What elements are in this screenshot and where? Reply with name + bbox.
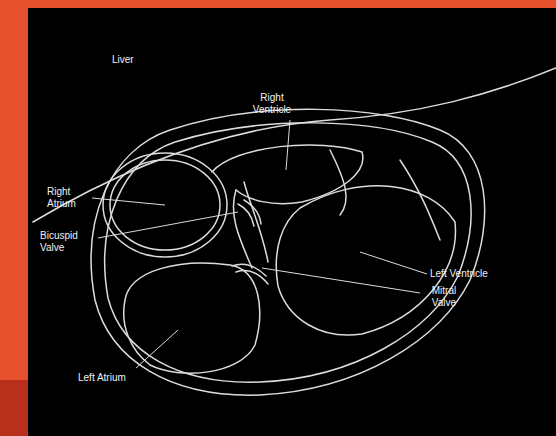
- chamber-label: Left Ventricle: [430, 268, 530, 280]
- dark-panel: [28, 8, 556, 436]
- leader-line: [262, 268, 420, 293]
- valve-label: Bicuspid Valve: [40, 230, 92, 254]
- septum-wall: [244, 182, 268, 262]
- valve-label: Mitral Valve: [423, 285, 465, 309]
- frame-band: [0, 0, 28, 436]
- heart-outer-wall: [91, 109, 485, 395]
- leader-line: [360, 252, 427, 274]
- bicuspid-leaflet: [238, 200, 261, 226]
- wall-detail: [330, 150, 440, 240]
- chamber-label: Right Atrium: [47, 186, 91, 210]
- leader-line: [98, 212, 238, 238]
- leader-line: [286, 120, 290, 170]
- left-ventricle-outline: [276, 186, 455, 335]
- liver-boundary: [33, 68, 556, 222]
- chamber-label: Left Atrium: [78, 372, 178, 384]
- left-atrium-outline: [124, 263, 260, 373]
- organ-label: Liver: [112, 54, 172, 66]
- mitral-leaflet: [232, 264, 268, 284]
- septum: [233, 190, 252, 268]
- heart-inner-wall: [105, 123, 471, 382]
- frame-corner: [0, 380, 28, 436]
- chamber-label: Right Ventricle: [247, 92, 297, 116]
- leader-line: [92, 198, 165, 205]
- leader-line: [136, 330, 178, 368]
